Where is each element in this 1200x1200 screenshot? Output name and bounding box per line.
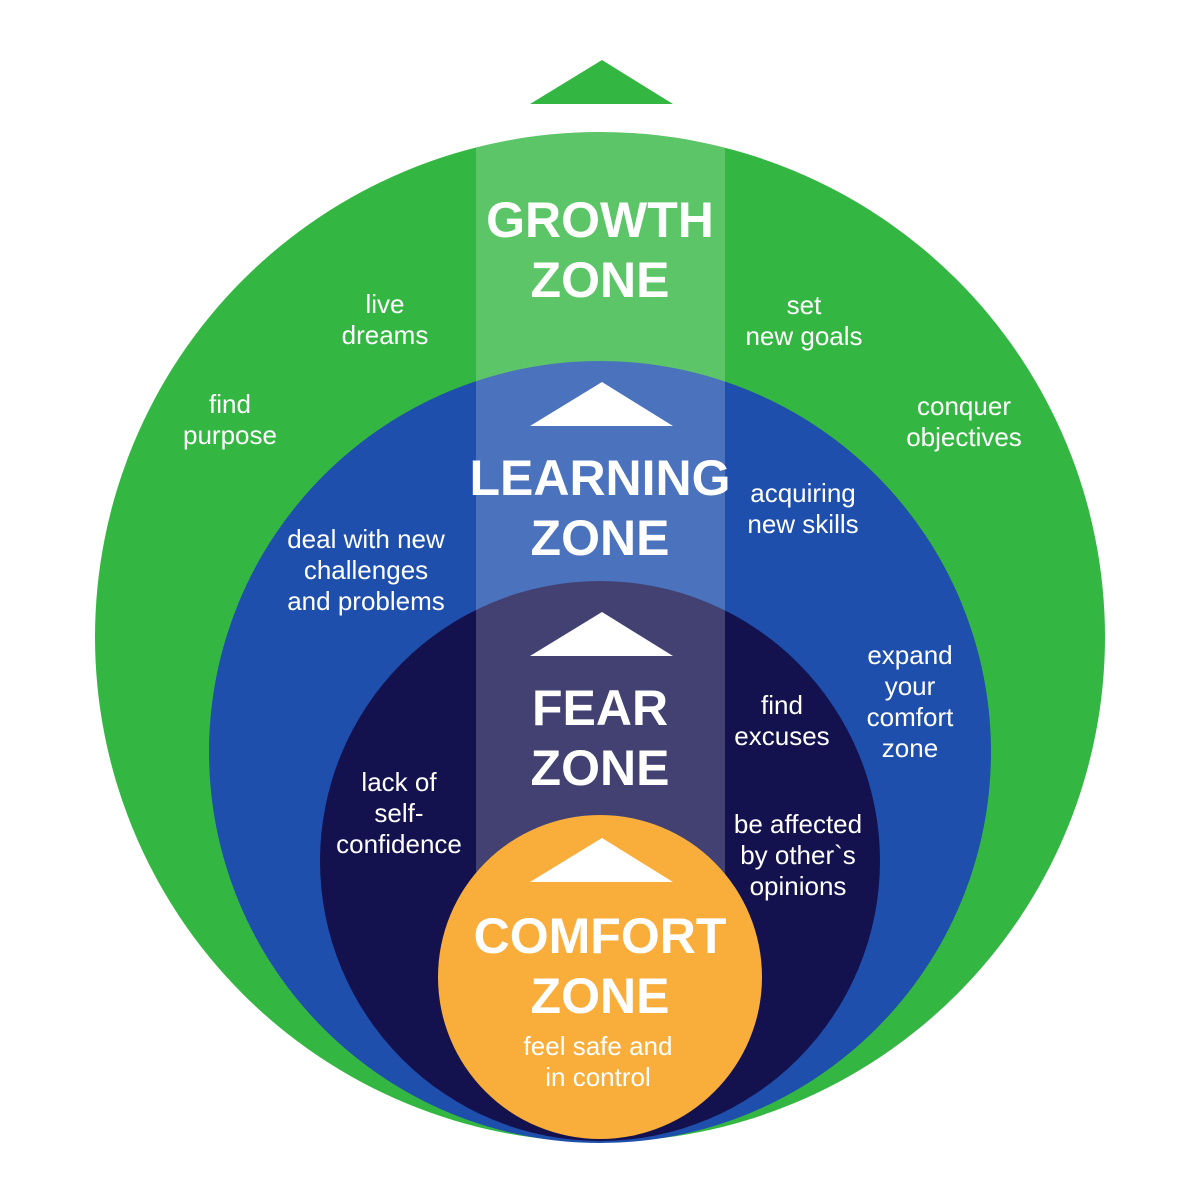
growth-label: conquer objectives — [906, 391, 1022, 452]
fear-label: be affected by other`s opinions — [733, 809, 863, 901]
growth-zone-title: GROWTH ZONE — [486, 192, 714, 308]
learning-zone-title: LEARNING ZONE — [469, 450, 731, 566]
learning-label: expand your comfort zone — [866, 640, 954, 763]
learning-label: deal with new challenges and problems — [287, 524, 445, 616]
fear-zone-title: FEAR ZONE — [530, 680, 670, 796]
growth-label: set new goals — [745, 290, 863, 351]
comfort-zone-title: COMFORT ZONE — [473, 908, 727, 1024]
fear-label: find excuses — [734, 690, 830, 751]
top-arrow-icon — [530, 60, 673, 104]
growth-label: find purpose — [183, 389, 277, 450]
fear-label: lack of self- confidence — [336, 767, 462, 859]
comfort-label: feel safe and in control — [523, 1031, 673, 1092]
growth-label: live dreams — [341, 289, 429, 350]
up-arrow-icon — [530, 838, 673, 882]
up-arrow-icon — [530, 382, 673, 426]
learning-label: acquiring new skills — [747, 478, 859, 539]
up-arrow-icon — [530, 612, 673, 656]
comfort-zone-circle — [438, 815, 762, 1139]
